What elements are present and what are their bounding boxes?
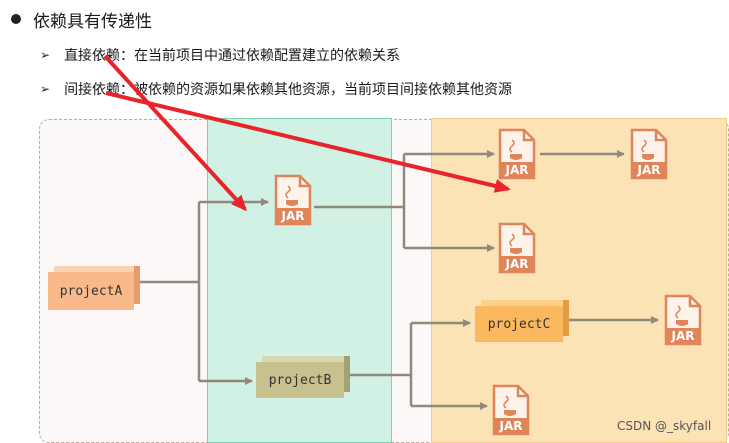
projectB-label: projectB xyxy=(256,362,344,398)
jar-text: JAR xyxy=(499,419,523,433)
jar-text: JAR xyxy=(637,163,661,177)
watermark: CSDN @_skyfall xyxy=(617,419,712,433)
jar-file-icon[interactable]: JAR xyxy=(492,384,530,436)
projectA-node[interactable]: projectA xyxy=(48,266,140,310)
projectC-label: projectC xyxy=(475,306,563,342)
jar-file-icon[interactable]: JAR xyxy=(274,174,312,226)
jar-file-icon[interactable]: JAR xyxy=(630,128,668,180)
jar-file-icon[interactable]: JAR xyxy=(664,294,702,346)
indirect-dependency-desc: 被依赖的资源如果依赖其他资源，当前项目间接依赖其他资源 xyxy=(134,82,513,98)
direct-dependency-desc: 在当前项目中通过依赖配置建立的依赖关系 xyxy=(134,48,401,64)
page-title: 依赖具有传递性 xyxy=(33,11,152,32)
arrow-bullet-icon: ➢ xyxy=(40,82,51,96)
heading-row: 依赖具有传递性 xyxy=(11,6,152,32)
bullet-dot-icon xyxy=(11,14,21,24)
jar-file-icon[interactable]: JAR xyxy=(498,128,536,180)
list-item-direct: ➢ 直接依赖： 在当前项目中通过依赖配置建立的依赖关系 xyxy=(40,44,400,66)
projectB-node[interactable]: projectB xyxy=(256,356,350,398)
jar-text: JAR xyxy=(281,209,305,223)
arrow-bullet-icon: ➢ xyxy=(40,48,51,62)
jar-text: JAR xyxy=(505,257,529,271)
jar-file-icon[interactable]: JAR xyxy=(498,222,536,274)
projectC-node[interactable]: projectC xyxy=(475,300,569,342)
jar-text: JAR xyxy=(505,163,529,177)
indirect-dependency-arrow xyxy=(105,91,511,193)
direct-dependency-label: 直接依赖： xyxy=(64,48,135,64)
direct-dependency-arrow xyxy=(103,54,248,212)
projectA-label: projectA xyxy=(48,272,134,310)
jar-text: JAR xyxy=(671,329,695,343)
